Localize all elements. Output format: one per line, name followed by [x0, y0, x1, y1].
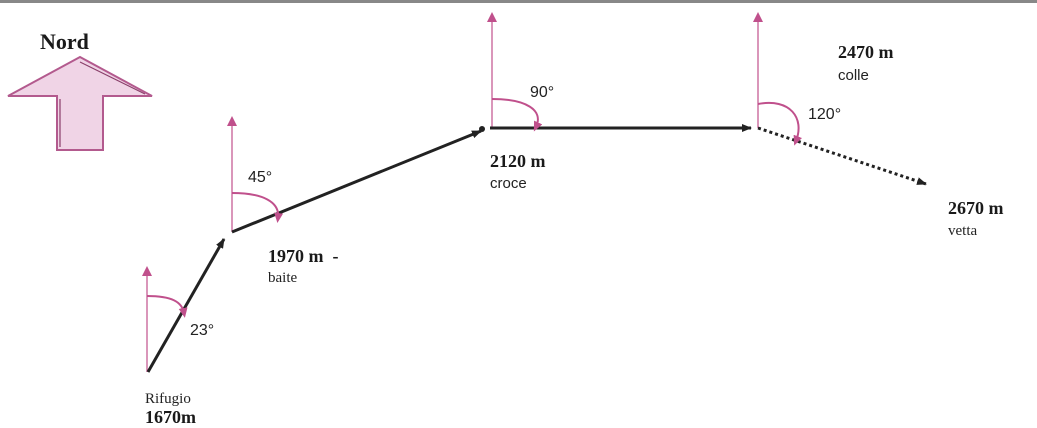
waypoint-altitude: 2120 m [490, 151, 546, 171]
waypoint-name: baite [268, 270, 297, 286]
segment-colle-vetta [757, 126, 927, 186]
waypoint-altitude: 2470 m [838, 42, 894, 62]
waypoint-altitude: 1670m [145, 407, 196, 427]
bearing-arc-croce [491, 98, 543, 132]
north-label: Nord [40, 29, 89, 54]
north-arrow: Nord [7, 29, 153, 151]
bearing-label-croce: 90° [530, 84, 554, 101]
bearing-arcs [146, 98, 803, 318]
bearing-label-colle: 120° [808, 106, 841, 123]
top-border [0, 0, 1037, 3]
waypoint-name: colle [838, 67, 869, 84]
waypoint-name: Rifugio [145, 391, 191, 407]
bearing-arc-colle [757, 101, 803, 146]
waypoint-colle: 2470 m colle [838, 42, 894, 84]
waypoint-vetta: 2670 m vetta [948, 198, 1004, 239]
croce-node [479, 126, 485, 132]
north-reference-lines [142, 12, 763, 372]
bearing-arc-baite [231, 192, 284, 223]
bearing-arc-rifugio [146, 295, 188, 318]
bearing-label-baite: 45° [248, 169, 272, 186]
bearing-label-rifugio: 23° [190, 322, 214, 339]
waypoint-croce: 2120 m croce [490, 151, 546, 192]
waypoint-altitude: 1970 m - [268, 246, 339, 266]
segment-baite-croce [231, 129, 482, 234]
waypoint-name: vetta [948, 223, 977, 239]
waypoint-baite: 1970 m - baite [268, 246, 339, 286]
segment-rifugio-baite [146, 238, 226, 373]
waypoint-rifugio: Rifugio 1670m [145, 391, 196, 427]
route-path [146, 124, 927, 373]
waypoint-altitude: 2670 m [948, 198, 1004, 218]
north-arrow-icon [7, 55, 153, 151]
waypoint-name: croce [490, 175, 527, 192]
